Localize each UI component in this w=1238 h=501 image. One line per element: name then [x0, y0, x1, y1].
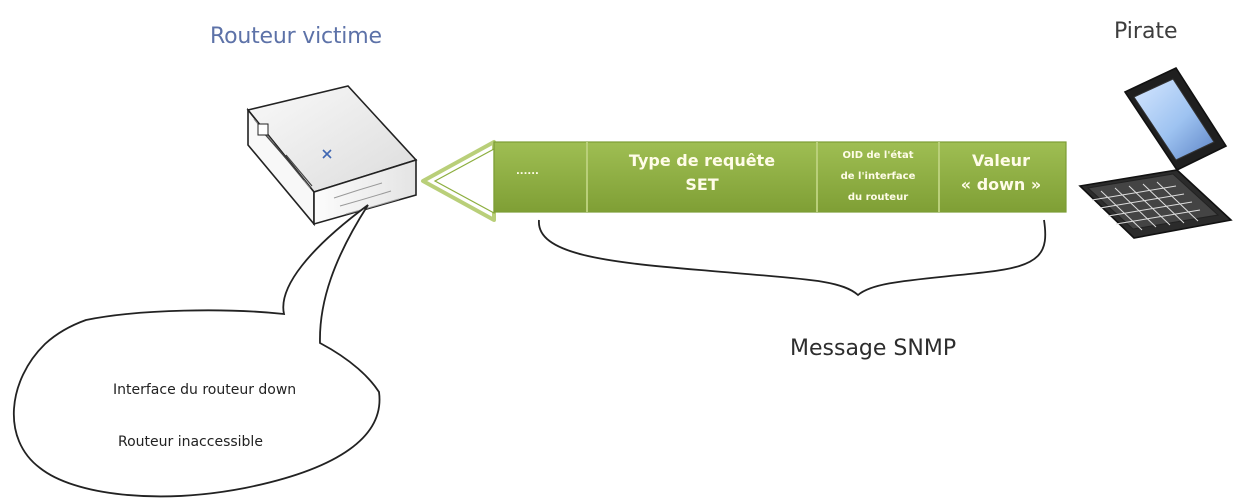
attacker-title: Pirate	[1114, 19, 1178, 44]
packet-segment-request-type-line1: Type de requête	[629, 151, 775, 170]
packet-segment-value-line2: « down »	[961, 175, 1041, 194]
bubble-line-2: Routeur inaccessible	[118, 434, 263, 450]
message-brace	[538, 219, 1047, 297]
packet-segment-oid-line3: du routeur	[848, 192, 908, 203]
router-icon	[246, 85, 418, 227]
bubble-line-1: Interface du routeur down	[113, 382, 296, 398]
packet-segment-oid-line1: OID de l'état	[842, 149, 913, 161]
message-label: Message SNMP	[790, 336, 956, 361]
packet-body	[493, 141, 1067, 213]
packet-segment-ellipsis: ......	[516, 166, 539, 177]
packet-segment-oid-line2: de l'interface	[841, 171, 916, 182]
packet-segment-value-line1: Valeur	[972, 151, 1030, 170]
router-title: Routeur victime	[210, 24, 382, 49]
packet-segment-request-type-line2: SET	[685, 175, 718, 194]
laptop-icon	[1078, 66, 1233, 239]
status-bubble: Interface du routeur down Routeur inacce…	[12, 204, 381, 498]
snmp-packet: ...... Type de requête SET OID de l'état…	[421, 140, 1067, 222]
